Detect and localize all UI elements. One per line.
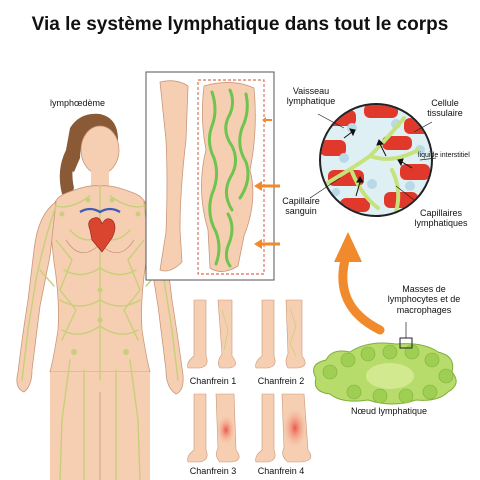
- lymphoedema-label: lymphœdème: [50, 98, 106, 108]
- leg-panel: [145, 71, 280, 281]
- stage-4-legs: [255, 393, 312, 463]
- lymphocyte-masses-label: Masses de lymphocytes et de macrophages: [387, 284, 461, 315]
- lymph-capillaries-label: Capillaires lymphatiques: [414, 208, 468, 229]
- big-orange-arrow: [334, 232, 385, 335]
- lymph-node-label: Nœud lymphatique: [350, 406, 428, 416]
- heart: [88, 217, 116, 253]
- stage-3-label: Chanfrein 3: [189, 466, 237, 476]
- lymphatic-vessel-label: Vaisseau lymphatique: [286, 86, 336, 107]
- body-lymph-nodes: [59, 197, 141, 355]
- stage-1-label: Chanfrein 1: [189, 376, 237, 386]
- blood-capillary-label: Capillaire sanguin: [282, 196, 320, 217]
- stage-1-legs: [187, 299, 236, 369]
- page-title: Via le système lymphatique dans tout le …: [31, 14, 449, 35]
- tissue-circle: [309, 103, 437, 217]
- stage-3-legs: [187, 393, 240, 463]
- body-figure: [16, 113, 184, 480]
- stage-4-label: Chanfrein 4: [257, 466, 305, 476]
- stage-legs: [187, 299, 312, 463]
- edema-vessels: [207, 88, 250, 268]
- tissue-cell-label: Cellule tissulaire: [427, 98, 463, 119]
- stage-2-legs: [255, 299, 306, 369]
- lymph-node: [313, 322, 457, 405]
- interstitial-fluid-label: liquide interstitiel: [418, 152, 470, 159]
- stage-2-label: Chanfrein 2: [257, 376, 305, 386]
